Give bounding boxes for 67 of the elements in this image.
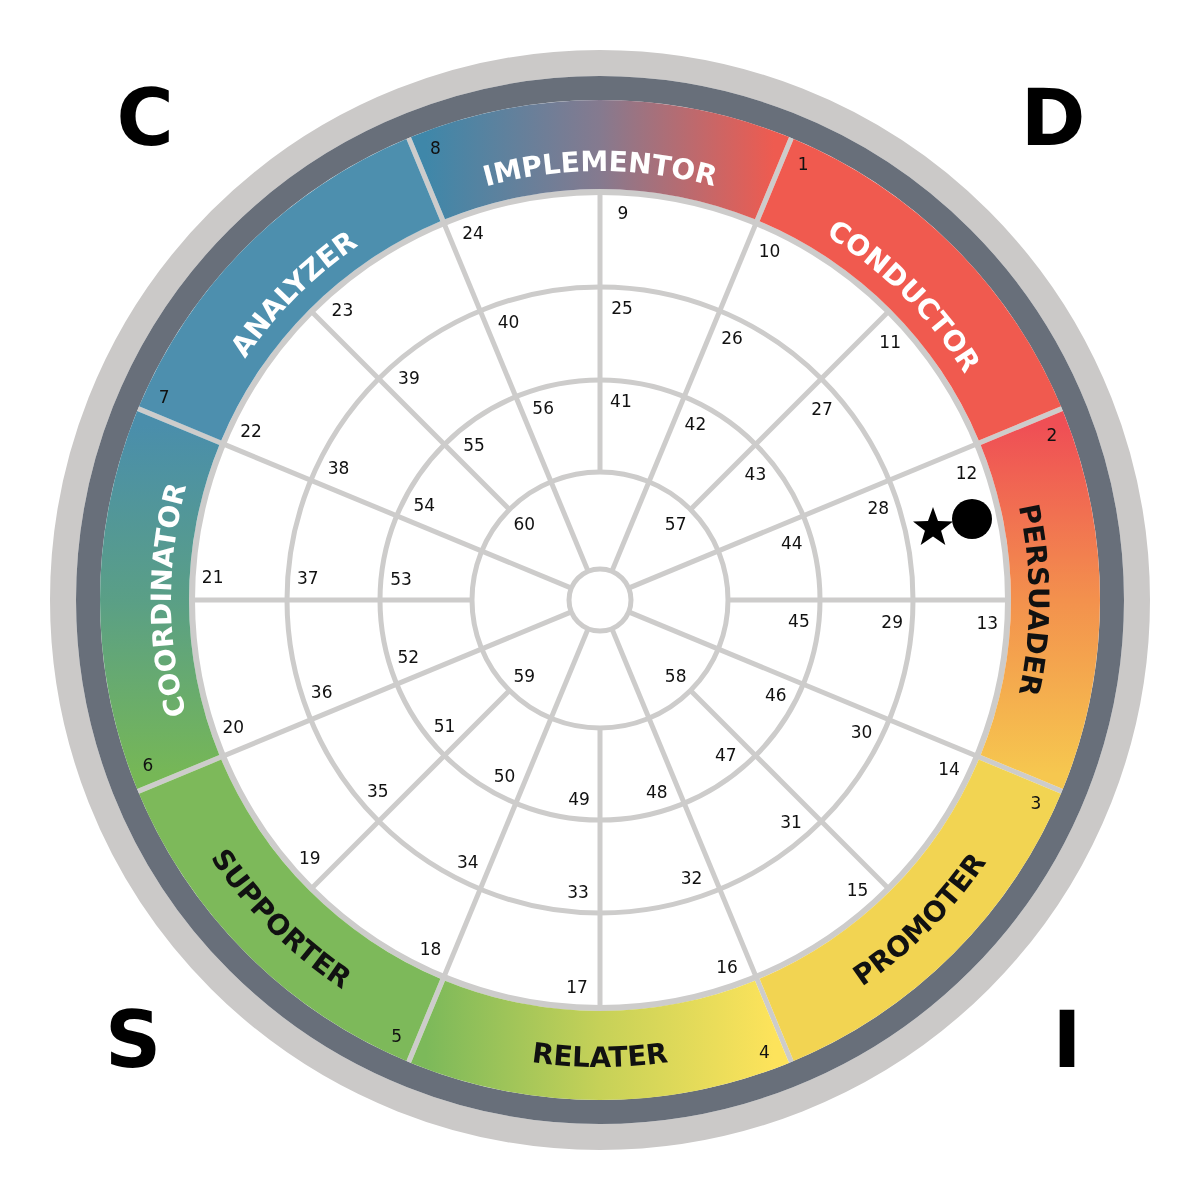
position-number: 51 [433, 717, 456, 735]
position-number: 31 [780, 813, 802, 831]
position-number: 1 [797, 154, 809, 175]
position-number: 45 [788, 612, 810, 630]
position-number: 49 [568, 790, 590, 808]
position-number: 25 [611, 299, 633, 317]
position-number: 48 [646, 783, 668, 801]
position-number: 40 [497, 313, 520, 331]
style-band [759, 759, 1061, 1061]
style-band [980, 410, 1100, 790]
position-number: 28 [867, 500, 890, 517]
style-band [410, 980, 790, 1100]
position-number: 35 [367, 782, 389, 800]
position-number: 20 [222, 718, 245, 736]
position-number: 46 [764, 686, 787, 704]
position-number: 26 [721, 329, 743, 347]
position-number: 24 [462, 224, 484, 242]
position-number: 33 [567, 883, 589, 901]
position-number: 42 [684, 415, 707, 433]
position-number: 10 [758, 242, 781, 260]
position-number: 53 [390, 570, 412, 588]
position-number: 14 [938, 760, 960, 778]
position-number: 39 [398, 369, 420, 387]
band-label: RELATER [530, 1036, 670, 1074]
position-number: 8 [430, 138, 441, 158]
position-number: 56 [532, 399, 554, 417]
position-number: 58 [664, 667, 687, 685]
position-number: 43 [744, 465, 767, 483]
position-number: 29 [881, 613, 903, 631]
position-number: 36 [310, 683, 333, 700]
position-number: 18 [419, 940, 442, 958]
position-number: 12 [955, 464, 978, 482]
position-number: 57 [664, 515, 687, 533]
position-number: 32 [680, 869, 703, 887]
position-number: 27 [811, 400, 833, 418]
position-number: 50 [493, 767, 516, 785]
position-number: 52 [397, 648, 420, 666]
position-number: 59 [513, 667, 536, 685]
position-number: 34 [457, 853, 479, 870]
position-number: 3 [1030, 793, 1042, 814]
position-number: 30 [850, 723, 873, 741]
position-number: 47 [715, 746, 737, 764]
position-number: 7 [158, 386, 170, 407]
position-number: 6 [142, 754, 154, 775]
quadrant-letter: I [1052, 1001, 1082, 1079]
position-number: 4 [759, 1042, 770, 1062]
position-number: 9 [617, 204, 629, 222]
position-number: 54 [413, 496, 436, 514]
style-band [410, 100, 790, 220]
quadrant-letter: S [104, 1001, 162, 1079]
position-number: 2 [1046, 425, 1058, 446]
position-number: 37 [297, 569, 319, 587]
position-number: 60 [513, 515, 536, 533]
position-number: 16 [716, 958, 738, 976]
style-band [100, 410, 220, 790]
quadrant-letter: C [116, 79, 174, 157]
position-number: 21 [201, 568, 224, 586]
position-number: 5 [391, 1025, 403, 1046]
position-number: 22 [240, 422, 262, 439]
position-number: 38 [327, 459, 350, 477]
position-number: 41 [610, 392, 632, 410]
position-number: 17 [566, 978, 588, 996]
quadrant-letter: D [1020, 79, 1086, 157]
position-number: 55 [463, 436, 485, 454]
band-label: IMPLEMENTOR [479, 144, 721, 194]
position-number: 13 [976, 614, 999, 632]
position-number: 44 [780, 534, 803, 552]
